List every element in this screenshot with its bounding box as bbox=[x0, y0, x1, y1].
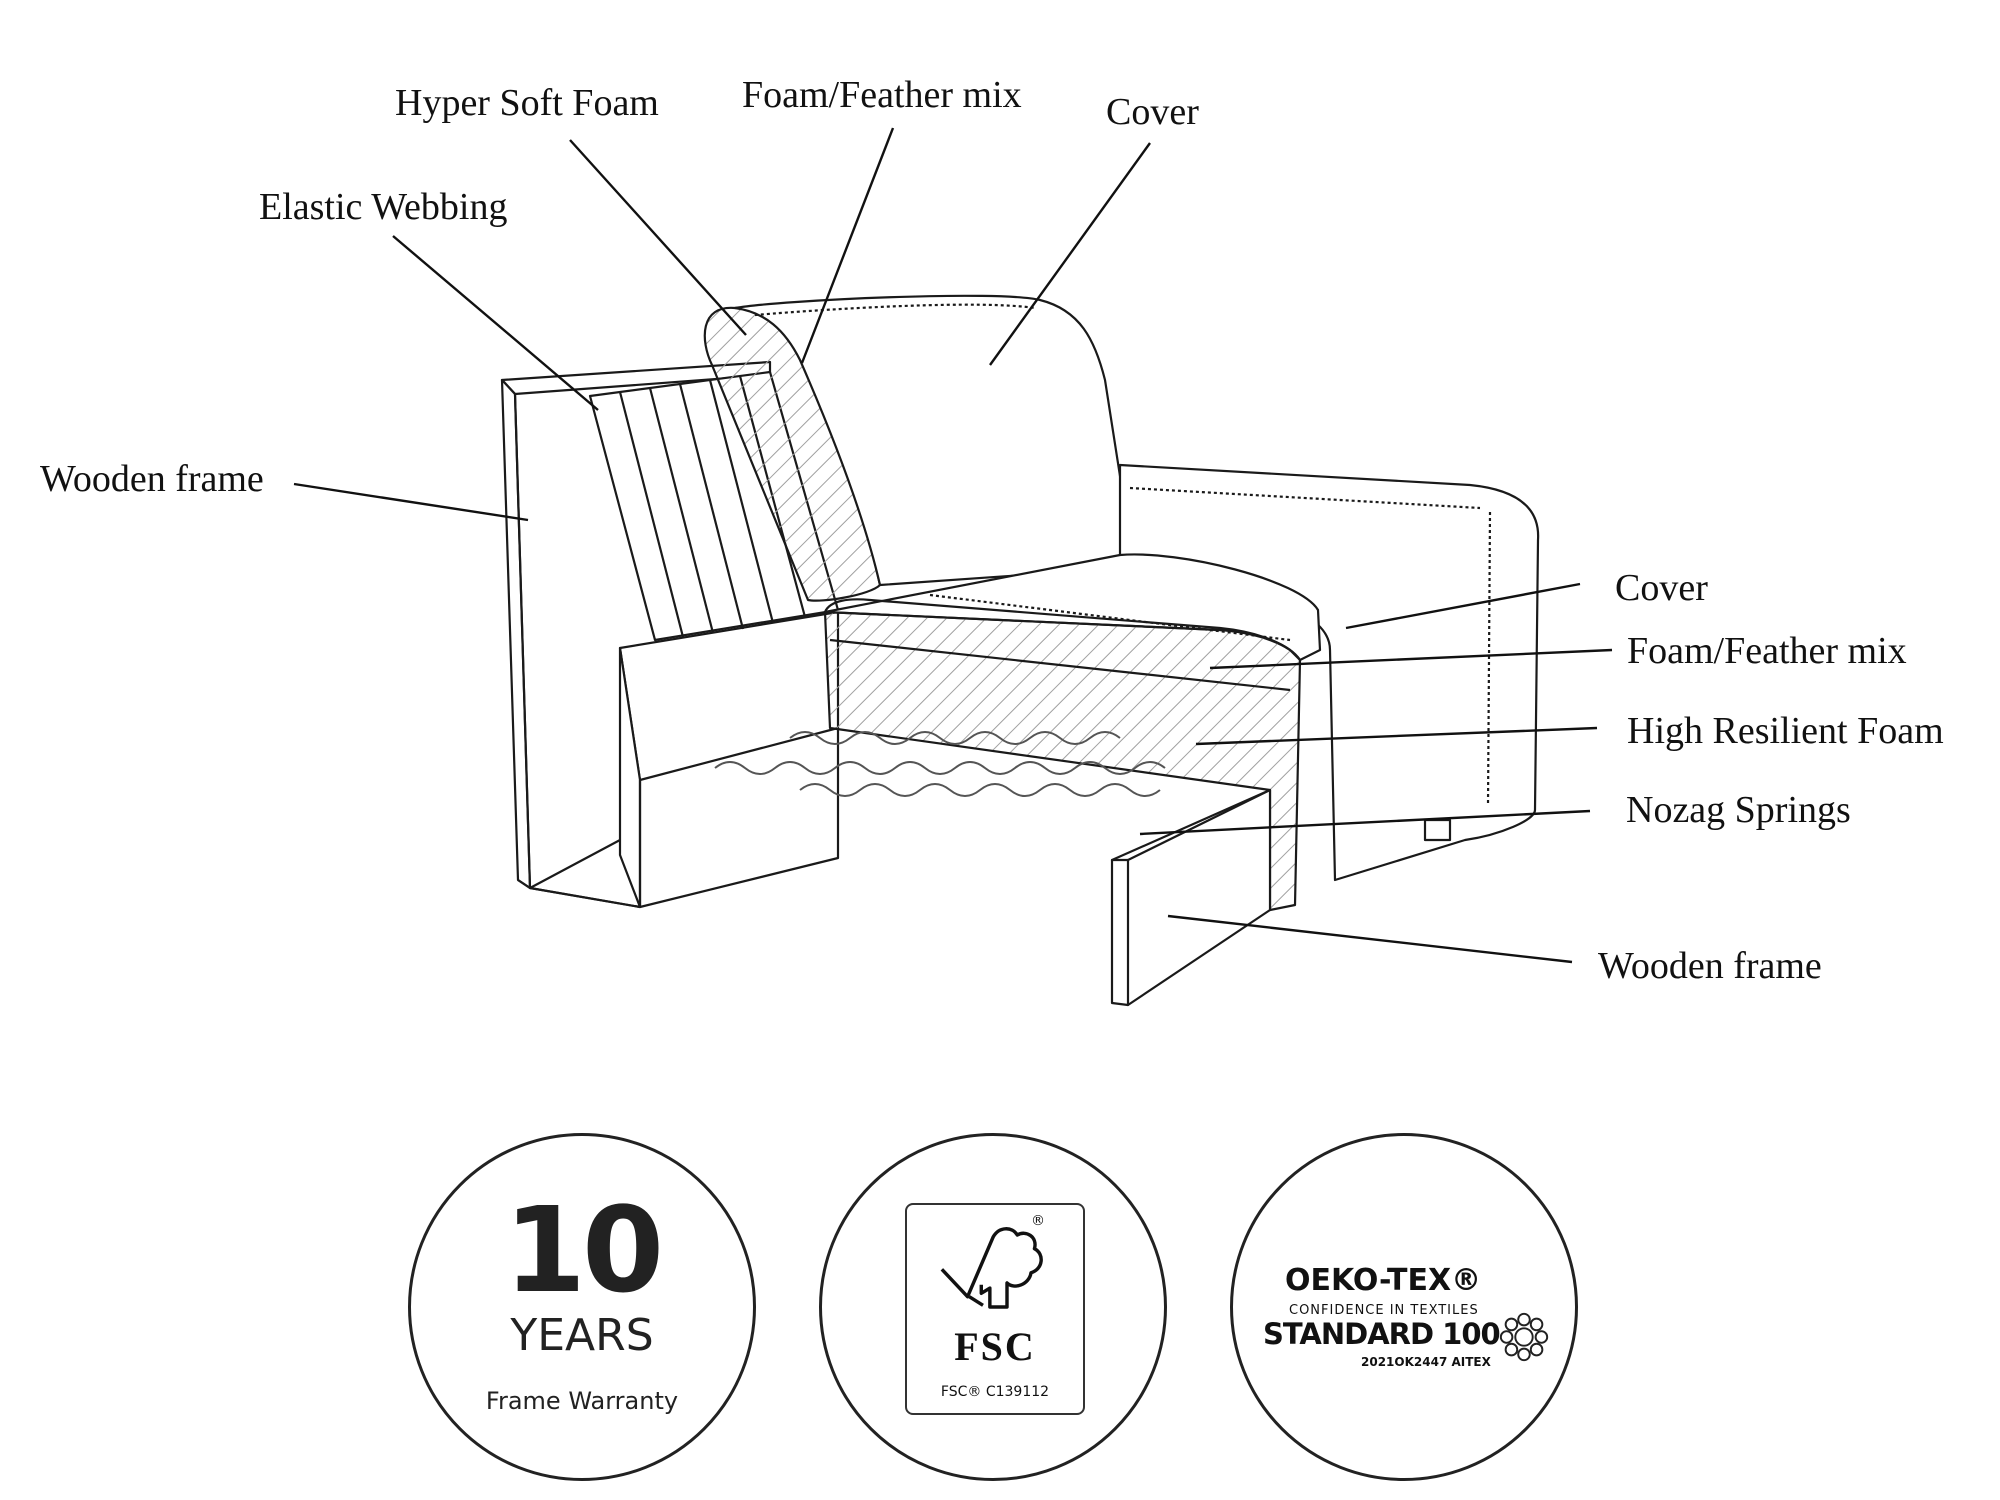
leader-wooden-frame-left bbox=[293, 482, 529, 522]
label-foam-feather-seat: Foam/Feather mix bbox=[1627, 630, 1907, 672]
oeko-tex-badge: OEKO-TEX® CONFIDENCE IN TEXTILES STANDAR… bbox=[1230, 1133, 1578, 1481]
leader-nozag-springs bbox=[1139, 809, 1591, 836]
tree-checkmark-icon bbox=[940, 1227, 1043, 1309]
fsc-logo-box: ® FSC FSC® C139112 bbox=[905, 1203, 1085, 1415]
leader-foam-feather-seat bbox=[1209, 648, 1613, 670]
oeko-tex-flower-icon bbox=[1499, 1312, 1549, 1362]
label-hyper-soft-foam: Hyper Soft Foam bbox=[395, 82, 659, 124]
leader-wooden-frame-bottom bbox=[1167, 914, 1573, 964]
leader-lines bbox=[293, 127, 1613, 964]
sofa-drawing bbox=[500, 294, 1540, 1007]
label-nozag-springs: Nozag Springs bbox=[1626, 789, 1851, 831]
leader-elastic-webbing bbox=[392, 235, 599, 411]
label-elastic-webbing: Elastic Webbing bbox=[259, 186, 508, 228]
fsc-code: FSC® C139112 bbox=[940, 1384, 1050, 1400]
back-cushion bbox=[703, 294, 1132, 602]
label-cover-back: Cover bbox=[1106, 91, 1199, 133]
oeko-line4: 2021OK2447 AITEX bbox=[1361, 1355, 1491, 1369]
leader-cover-back bbox=[989, 142, 1151, 366]
oeko-line2: CONFIDENCE IN TEXTILES bbox=[1289, 1303, 1479, 1318]
label-wooden-frame-left: Wooden frame bbox=[40, 458, 264, 500]
label-wooden-frame-bottom: Wooden frame bbox=[1598, 945, 1822, 987]
label-high-resilient-foam: High Resilient Foam bbox=[1627, 710, 1944, 752]
warranty-caption: Frame Warranty bbox=[485, 1387, 679, 1415]
front-wooden-frame bbox=[1110, 788, 1272, 1007]
fsc-badge: ® FSC FSC® C139112 bbox=[819, 1133, 1167, 1481]
fsc-name: FSC bbox=[954, 1324, 1036, 1369]
oeko-line3: STANDARD 100 bbox=[1263, 1317, 1501, 1351]
warranty-number: 10 bbox=[503, 1181, 664, 1319]
oeko-line1: OEKO-TEX® bbox=[1285, 1263, 1482, 1298]
leader-high-resilient-foam bbox=[1195, 726, 1598, 746]
seat-cushion bbox=[823, 553, 1322, 912]
leader-cover-seat bbox=[1345, 582, 1581, 630]
leader-foam-feather-back bbox=[800, 127, 895, 364]
fsc-registered-mark: ® bbox=[1031, 1213, 1045, 1229]
nozag-springs bbox=[714, 731, 1166, 797]
label-foam-feather-back: Foam/Feather mix bbox=[742, 74, 1022, 116]
warranty-unit: YEARS bbox=[510, 1310, 654, 1361]
label-cover-seat: Cover bbox=[1615, 567, 1708, 609]
warranty-badge: 10 YEARS Frame Warranty bbox=[408, 1133, 756, 1481]
leader-hyper-soft-foam bbox=[569, 139, 747, 336]
